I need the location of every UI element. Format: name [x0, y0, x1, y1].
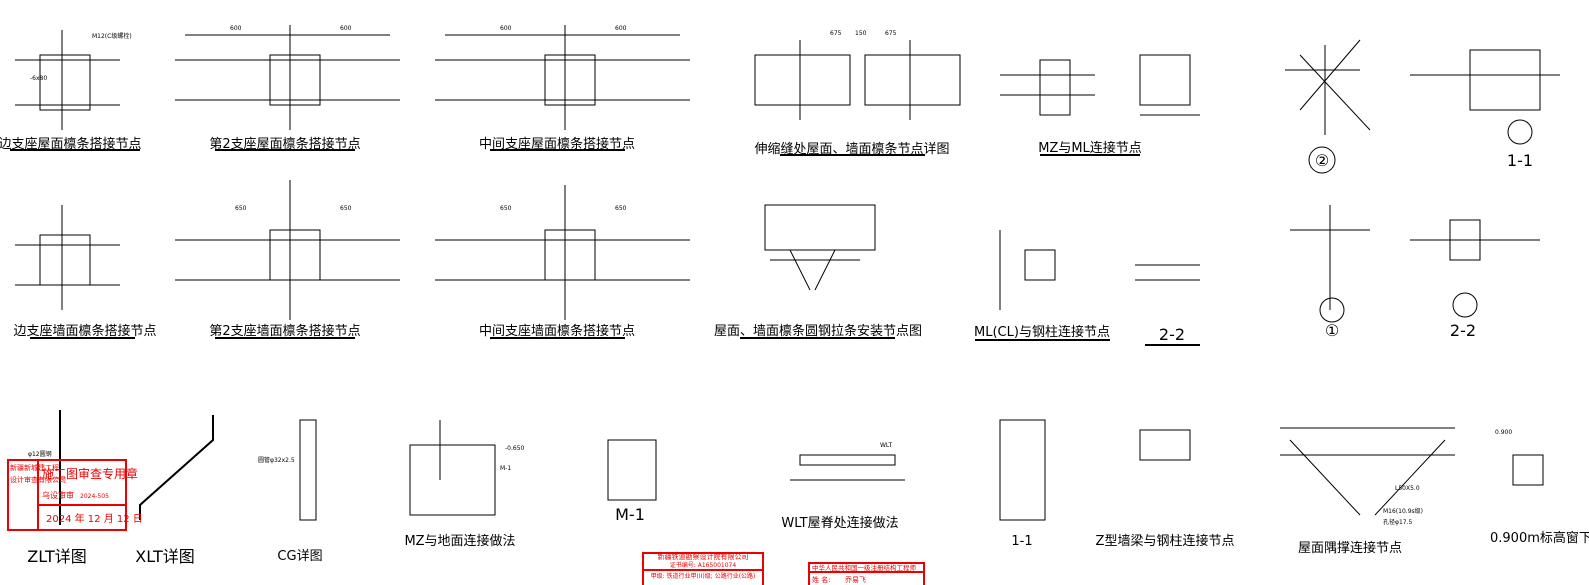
title-wlt: WLT屋脊处连接做法	[781, 515, 898, 531]
svg-text:施工图审查专用章: 施工图审查专用章	[42, 466, 138, 481]
svg-text:新疆铁道勘察设计院有限公司: 新疆铁道勘察设计院有限公司	[658, 552, 749, 561]
svg-text:2024-505: 2024-505	[80, 493, 109, 500]
svg-text:L50X5.0: L50X5.0	[1395, 485, 1420, 492]
svg-text:150: 150	[855, 30, 867, 37]
label-1-circle: ①	[1325, 321, 1339, 340]
svg-text:WLT: WLT	[880, 442, 892, 449]
label-2-circle: ②	[1315, 151, 1329, 170]
label-plate: -6x80	[30, 75, 47, 82]
label-round-bar: φ12圆钢	[28, 450, 52, 458]
svg-text:600: 600	[230, 25, 242, 32]
detail-2-section	[1285, 39, 1560, 174]
title-mz-ml: MZ与ML连接节点	[1038, 140, 1142, 156]
label-hole: 孔径φ17.5	[1383, 518, 1413, 526]
svg-text:中华人民共和国一级注册结构工程师: 中华人民共和国一级注册结构工程师	[812, 563, 917, 572]
title-middle-wall: 中间支座墙面檩条搭接节点	[479, 323, 635, 339]
svg-text:650: 650	[340, 205, 352, 212]
detail-mz-ml	[1000, 54, 1200, 156]
label-2-2: 2-2	[1159, 325, 1185, 344]
title-xlt: XLT详图	[135, 547, 194, 566]
title-m1: M-1	[615, 505, 645, 524]
svg-text:650: 650	[235, 205, 247, 212]
svg-text:650: 650	[615, 205, 627, 212]
institute-stamp: 新疆铁道勘察设计院有限公司 证书编号: A165001074 甲级: 铁道行业甲…	[642, 552, 764, 585]
label-m16-bolt: M16(10.9s级)	[1383, 507, 1423, 515]
title-edge-roof: 边支座屋面檩条搭接节点	[0, 136, 142, 152]
engineer-stamp: 中华人民共和国一级注册结构工程师 姓 名: 乔易飞	[808, 562, 925, 585]
title-z-beam: Z型墙梁与钢柱连接节点	[1096, 533, 1235, 549]
svg-text:乔易飞: 乔易飞	[845, 576, 866, 584]
svg-text:证书编号: A165001074: 证书编号: A165001074	[670, 561, 737, 569]
title-ml-column: ML(CL)与钢柱连接节点	[974, 324, 1110, 340]
title-cg: CG详图	[277, 549, 322, 564]
row2-details: 650 650 650 650	[15, 180, 1540, 346]
title-expansion-joint: 伸缩缝处屋面、墙面檩条节点详图	[754, 141, 949, 157]
svg-text:甲级: 铁道行业甲(II)级; 公路行业(公路): 甲级: 铁道行业甲(II)级; 公路行业(公路)	[651, 572, 756, 580]
svg-text:M-1: M-1	[500, 465, 511, 472]
svg-text:设计审查有限公司: 设计审查有限公司	[10, 475, 66, 484]
detail-middle-roof-purlin: 600 600	[435, 25, 690, 151]
label-m12-bolt: M12(C级螺栓)	[92, 32, 132, 40]
title-second-roof: 第2支座屋面檩条搭接节点	[209, 136, 360, 152]
title-zlt: ZLT详图	[27, 547, 86, 566]
label-pipe: 圆管φ32x2.5	[258, 456, 295, 464]
svg-text:乌设审审: 乌设审审	[42, 490, 74, 500]
svg-text:675: 675	[830, 30, 842, 37]
title-round-tie: 屋面、墙面檩条圆钢拉条安装节点图	[714, 323, 922, 339]
svg-text:675: 675	[885, 30, 897, 37]
svg-text:0.900: 0.900	[1495, 429, 1512, 436]
title-1-1: 1-1	[1011, 534, 1032, 549]
label-2-2b: 2-2	[1450, 321, 1476, 340]
title-edge-wall: 边支座墙面檩条搭接节点	[13, 323, 156, 339]
label-1-1: 1-1	[1507, 151, 1533, 170]
detail-second-roof-purlin: 600 600	[175, 25, 400, 151]
svg-text:新疆新城建工程: 新疆新城建工程	[10, 463, 59, 472]
svg-text:2024 年 12 月 12 日: 2024 年 12 月 12 日	[46, 512, 143, 525]
title-cl1: 0.900m标高窗下CL1加固	[1490, 530, 1589, 546]
review-stamp: 施工图审查专用章 乌设审审 2024-505 2024 年 12 月 12 日 …	[7, 459, 143, 531]
detail-expansion-joint: 675 150 675	[754, 30, 961, 156]
svg-text:姓 名:: 姓 名:	[812, 575, 831, 584]
svg-text:600: 600	[340, 25, 352, 32]
title-mz-ground: MZ与地面连接做法	[404, 533, 515, 549]
svg-text:600: 600	[500, 25, 512, 32]
title-second-wall: 第2支座墙面檩条搭接节点	[209, 323, 360, 339]
svg-text:600: 600	[615, 25, 627, 32]
svg-text:650: 650	[500, 205, 512, 212]
row3-details: φ12圆钢 圆管φ32x2.5 -0.650 M-1 WLT L50X5.0 M…	[28, 410, 1544, 526]
title-roof-brace: 屋面隅撑连接节点	[1298, 540, 1402, 556]
title-middle-roof: 中间支座屋面檩条搭接节点	[479, 136, 635, 152]
detail-edge-roof-purlin: M12(C级螺栓) -6x80	[10, 30, 140, 151]
svg-text:-0.650: -0.650	[505, 445, 525, 452]
